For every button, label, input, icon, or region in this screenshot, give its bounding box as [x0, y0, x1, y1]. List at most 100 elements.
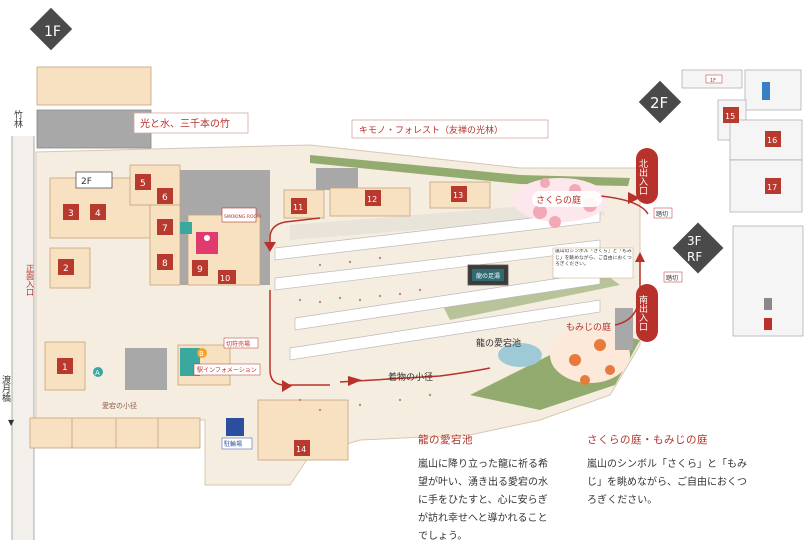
floor-badge-3frf: 3F RF — [672, 222, 724, 274]
shop-9[interactable] — [192, 260, 208, 276]
svg-text:踏切: 踏切 — [656, 210, 668, 218]
fumikiri1-box — [653, 207, 673, 219]
kippu-label: 切符売場 — [226, 340, 250, 348]
stairs-2f-label: 2F — [81, 177, 92, 187]
badge-b — [197, 348, 207, 358]
info-title-pond: 龍の愛宕池 — [418, 434, 473, 446]
info-center-box — [193, 363, 261, 376]
info-body-gardens: 嵐山のシンボル「さくら」と「もみじ」を眺めながら、ご自由におくつろぎください。 — [587, 459, 747, 506]
building-7-8 — [149, 204, 181, 286]
track-lines — [274, 209, 601, 361]
ryu-pond — [498, 343, 542, 367]
svg-text:1F: 1F — [710, 78, 716, 84]
svg-text:12: 12 — [367, 195, 377, 204]
shop-11[interactable] — [291, 198, 307, 214]
ashiyu-label: 龍の足湯 — [476, 272, 500, 280]
symbol-note: 嵐山のシンボル「さくら」と「もみじ」を眺めながら、ご自由におくつろぎください。 — [555, 249, 632, 267]
fumikiri2-box — [663, 271, 683, 283]
svg-text:1: 1 — [62, 363, 68, 373]
bamboo-strip — [12, 136, 34, 540]
info-center-label: 駅インフォメーション — [197, 367, 257, 374]
shop-4[interactable] — [90, 204, 106, 220]
hikari-label-box — [133, 112, 249, 134]
shop-6[interactable] — [157, 188, 173, 204]
shop-8[interactable] — [157, 254, 173, 270]
shop-2[interactable] — [58, 259, 74, 275]
floor-label-2f: 2F — [650, 94, 668, 112]
togetsukyo-label: 渡月橋 — [0, 374, 11, 403]
symbol-note-box — [552, 247, 634, 279]
shomen-iriguchi-label: 正面入口 — [26, 264, 35, 296]
svg-text:8: 8 — [162, 259, 168, 269]
svg-text:2: 2 — [63, 264, 69, 274]
path-dots — [298, 256, 432, 412]
svg-text:7: 7 — [162, 224, 168, 234]
north-exit-label: 北出入口 — [637, 159, 648, 195]
floor-badge-1f: 1F — [29, 7, 73, 51]
route-north — [599, 195, 649, 215]
stairs-2f[interactable] — [75, 171, 113, 189]
floor-badge-2f: 2F — [638, 80, 682, 124]
svg-text:16: 16 — [767, 136, 777, 145]
smoking-room-box — [221, 207, 257, 223]
bottom-row — [29, 417, 201, 449]
building-gray-mid — [125, 348, 167, 390]
atago-path-label: 愛宕の小径 — [102, 401, 137, 410]
hikari-label: 光と水、三千本の竹 — [140, 117, 230, 130]
svg-text:9: 9 — [197, 265, 203, 275]
south-exit-label: 南出入口 — [637, 294, 648, 331]
parking-label: 駐輪場 — [224, 440, 242, 448]
svg-text:A: A — [95, 369, 100, 377]
shop-13[interactable] — [451, 186, 467, 202]
toilet-icon — [196, 232, 218, 254]
shop-7[interactable] — [157, 219, 173, 235]
kimono-path-label: 着物の小径 — [388, 371, 433, 383]
badge-a — [93, 367, 103, 377]
kimono-forest-label-box — [351, 119, 549, 139]
svg-text:4: 4 — [95, 209, 101, 219]
route-top-left — [269, 217, 321, 248]
map-2f: 1F 15 16 17 — [681, 69, 803, 213]
map-3f-rf — [732, 225, 804, 337]
shop-markers: 1 2 3 4 5 6 7 8 9 10 11 12 13 14 — [57, 174, 467, 456]
momiji-building — [615, 308, 633, 350]
shop-12[interactable] — [365, 190, 381, 206]
info-block-gardens: さくらの庭・もみじの庭 嵐山のシンボル「さくら」と「もみじ」を眺めながら、ご自由… — [587, 432, 747, 510]
shop-1[interactable] — [57, 358, 73, 374]
shop-3[interactable] — [63, 204, 79, 220]
shop-17[interactable] — [765, 178, 781, 194]
shop-16[interactable] — [765, 131, 781, 147]
svg-text:B: B — [199, 350, 204, 358]
svg-text:踏切: 踏切 — [666, 274, 678, 282]
parking-icon — [226, 418, 244, 436]
kippu-box — [223, 337, 259, 349]
momiji-garden-label: もみじの庭 — [566, 321, 611, 333]
info-block-pond: 龍の愛宕池 嵐山に降り立った龍に祈る希望が叶い、湧き出る愛宕の水に手をひたすと、… — [418, 432, 553, 546]
svg-text:6: 6 — [162, 193, 168, 203]
smoking-room-label: SMOKING ROOM — [224, 214, 261, 220]
accessible-toilet-icon — [180, 222, 192, 234]
shop-5[interactable] — [135, 174, 151, 190]
svg-text:3: 3 — [68, 209, 74, 219]
svg-text:5: 5 — [140, 179, 146, 189]
chikurin-label: 竹林 — [12, 109, 23, 129]
info-title-gardens: さくらの庭・もみじの庭 — [587, 434, 708, 446]
north-exit[interactable] — [636, 148, 658, 204]
shop-10[interactable] — [218, 270, 236, 284]
floor-label-rf: RF — [687, 250, 702, 264]
route-arrow-kimono — [348, 376, 362, 386]
shop-15[interactable] — [723, 107, 739, 123]
floor-label-3f: 3F — [687, 234, 702, 248]
sakura-garden-label: さくらの庭 — [536, 194, 581, 206]
svg-text:10: 10 — [220, 274, 230, 283]
shop-14[interactable] — [294, 440, 310, 456]
svg-text:17: 17 — [767, 183, 777, 192]
svg-text:14: 14 — [296, 445, 306, 454]
floor-label-1f: 1F — [44, 24, 61, 40]
building-gray-top — [316, 168, 358, 190]
south-exit[interactable] — [636, 284, 658, 342]
grass-top — [310, 155, 630, 186]
svg-text:11: 11 — [293, 203, 303, 212]
togetsukyo-arrow: ▼ — [8, 418, 15, 427]
